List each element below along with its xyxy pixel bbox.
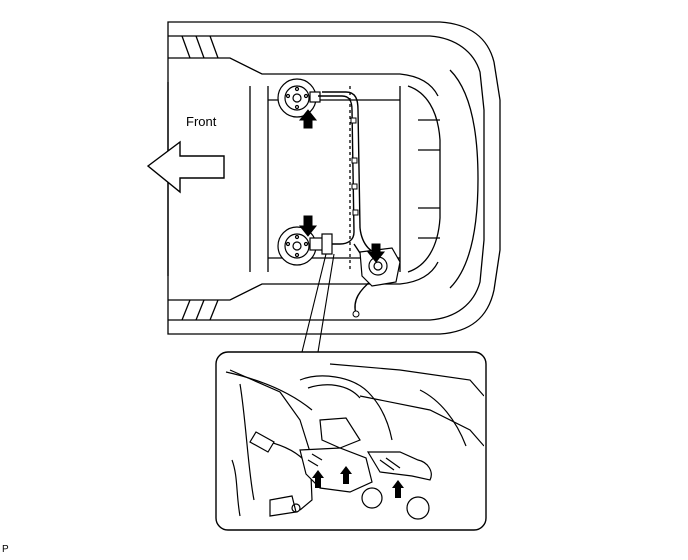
up-arrow-icon: [312, 470, 324, 488]
down-arrow-icon: [298, 215, 318, 237]
front-arrow-icon: [146, 140, 225, 194]
corner-code-label: P: [2, 544, 9, 555]
main-view-callout-arrows: [298, 109, 386, 263]
up-arrow-icon: [340, 466, 352, 484]
detail-callout: [215, 351, 487, 531]
front-brake-lower: [277, 226, 325, 266]
front-brake-upper: [277, 78, 321, 118]
up-arrow-icon: [392, 480, 404, 498]
detail-callout-arrows: [312, 466, 404, 498]
down-arrow-icon: [298, 109, 318, 129]
brake-actuator-assembly: [321, 233, 401, 287]
callout-leader-lines: [301, 253, 335, 353]
front-direction-label: Front: [186, 114, 217, 129]
down-arrow-icon: [366, 243, 386, 263]
harness-clips: [350, 117, 360, 318]
